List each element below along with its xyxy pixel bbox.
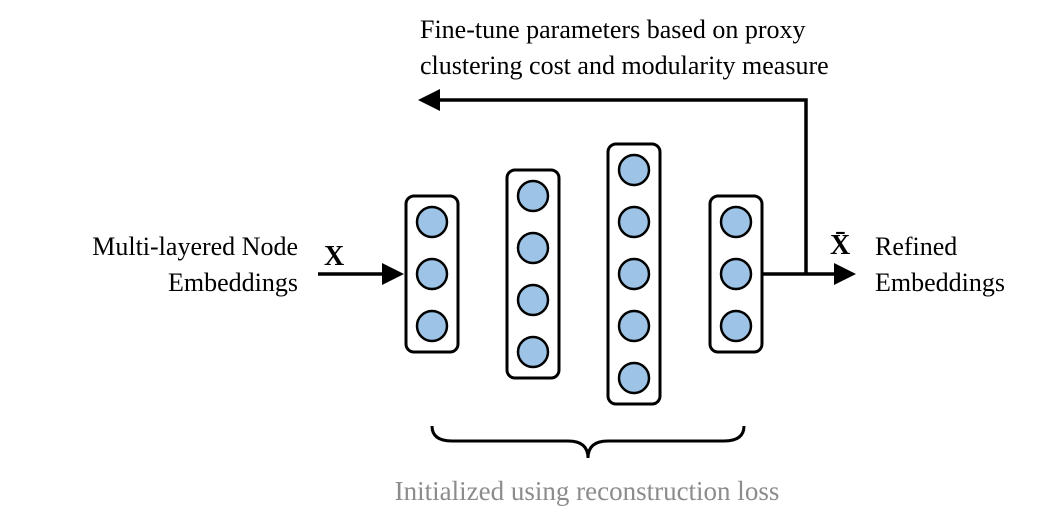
brace-caption: Initialized using reconstruction loss [395, 476, 780, 506]
output-symbol: X̄ [830, 230, 850, 261]
layer-2-node-4 [516, 335, 550, 369]
feedback-arrowhead [418, 89, 440, 111]
output-arrowhead [834, 263, 856, 285]
layer-1-node-3 [415, 309, 449, 343]
feedback-arrow [438, 98, 808, 274]
layer-1-node-1 [415, 205, 449, 239]
output-label-line2: Embeddings [875, 268, 1005, 297]
layer-2-node-1 [516, 179, 550, 213]
layer-3-node-2 [617, 205, 651, 239]
input-symbol: X [324, 241, 344, 272]
layer-1-node-2 [415, 257, 449, 291]
feedback-caption-line1: Fine-tune parameters based on proxy [420, 15, 806, 44]
layer-box-2 [505, 168, 561, 380]
feedback-caption-line2: clustering cost and modularity measure [420, 51, 829, 80]
layer-4-node-1 [719, 205, 753, 239]
layer-2-node-3 [516, 283, 550, 317]
layer-4-node-2 [719, 257, 753, 291]
network-layers [404, 142, 764, 406]
layer-2-node-2 [516, 231, 550, 265]
input-arrowhead [382, 263, 404, 285]
layer-3-node-3 [617, 257, 651, 291]
output-label-line1: Refined [875, 232, 957, 261]
layer-3-node-5 [617, 361, 651, 395]
layer-4-node-3 [719, 309, 753, 343]
input-label-line1: Multi-layered Node [92, 232, 298, 261]
curly-brace [430, 425, 746, 459]
input-label-line2: Embeddings [168, 268, 298, 297]
layer-3-node-4 [617, 309, 651, 343]
layer-3-node-1 [617, 153, 651, 187]
